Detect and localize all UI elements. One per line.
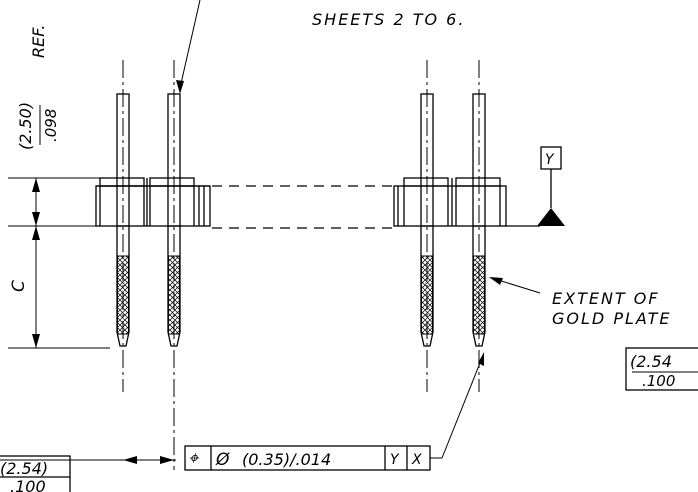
ref-dim-in: .098 — [42, 109, 60, 142]
pin-3 — [420, 60, 434, 392]
ref-label: REF. — [29, 25, 48, 58]
position-symbol: ⌖ — [188, 448, 200, 469]
sheets-note: SHEETS 2 TO 6. — [312, 10, 465, 29]
pitch-left-in: .100 — [10, 477, 46, 492]
ref-dim-mm: (2.50) — [16, 102, 35, 150]
top-leader-arrow — [176, 0, 201, 94]
feature-control-frame — [184, 352, 484, 471]
pin-1 — [116, 60, 130, 392]
c-dimension-label: C — [9, 280, 29, 292]
left-housing — [95, 177, 211, 227]
fcf-datum-x: X — [411, 452, 422, 468]
pitch-left-mm: (2.54) — [0, 459, 48, 478]
datum-y-symbol — [537, 146, 565, 226]
vertical-dimensions — [8, 105, 110, 349]
pin-2 — [167, 60, 181, 470]
extent-of-label: EXTENT OF — [552, 289, 660, 308]
pin-4 — [472, 60, 486, 392]
pitch-right-mm: (2.54 — [630, 352, 672, 371]
diameter-symbol: Ø — [215, 450, 230, 470]
right-housing — [393, 177, 507, 227]
pitch-dimension-left — [0, 455, 176, 492]
datum-y-label: Y — [545, 152, 555, 168]
pitch-right-in: .100 — [642, 372, 675, 390]
gold-plate-label-line2: GOLD PLATE — [552, 309, 672, 328]
fcf-datum-y: Y — [390, 452, 400, 468]
pitch-dimension-right — [625, 347, 698, 391]
position-tolerance: (0.35)/.014 — [242, 450, 331, 469]
gold-plate-leader — [489, 277, 541, 294]
